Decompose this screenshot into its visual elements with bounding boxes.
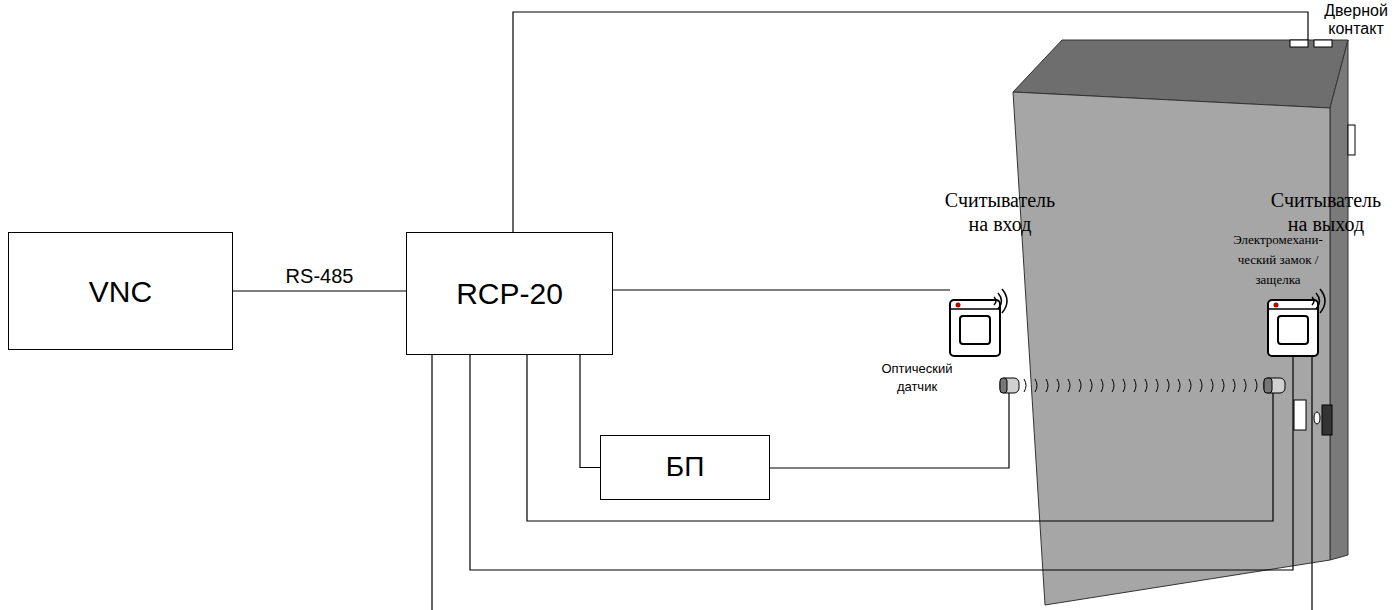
connector: [580, 355, 600, 468]
door-panel: [1013, 92, 1330, 605]
beam-arc: [1189, 379, 1191, 392]
beam-arc: [1101, 379, 1103, 392]
optical-beam: [1024, 379, 1257, 392]
wire: [613, 289, 950, 290]
sensor-label: Оптический датчик: [874, 360, 960, 396]
box-label: RCP-20: [456, 277, 563, 310]
bus-label: RS-485: [284, 265, 356, 287]
optical-sensor-lens: [1264, 378, 1272, 393]
lock-label: Электромехани- ческий замок /защелка: [1226, 230, 1330, 290]
connector: [233, 290, 406, 291]
wire: [770, 393, 1009, 468]
box-label: VNC: [89, 275, 152, 308]
beam-arc: [1024, 379, 1026, 392]
wire: [513, 12, 1308, 232]
box-label: БП: [666, 452, 705, 483]
beam-arc: [1167, 379, 1169, 392]
beam-arc: [1211, 379, 1213, 392]
door-contact-label: Дверной контакт: [1320, 2, 1392, 38]
beam-arc: [1200, 379, 1202, 392]
wire: [431, 355, 432, 610]
door-contact: [1290, 40, 1308, 47]
beam-arc: [1090, 379, 1092, 392]
wire: [470, 355, 1293, 570]
reader-icon: [1268, 289, 1325, 356]
beam-arc: [1222, 379, 1224, 392]
wire: [1311, 356, 1312, 610]
reader-label: Считыватель на вход: [940, 188, 1060, 236]
door-contact: [1314, 40, 1332, 47]
beam-arc: [1035, 379, 1037, 392]
process-box: БП: [600, 435, 770, 500]
optical-sensor: [1264, 378, 1285, 393]
lock-strike: [1294, 400, 1306, 430]
beam-arc: [1079, 379, 1081, 392]
beam-arc: [1068, 379, 1070, 392]
beam-arc: [1255, 379, 1257, 392]
lock-cylinder: [1314, 412, 1320, 424]
beam-arc: [1057, 379, 1059, 392]
optical-sensor-lens: [1000, 378, 1007, 393]
beam-arc: [1046, 379, 1048, 392]
beam-arc: [1134, 379, 1136, 392]
process-box: RCP-20: [406, 232, 613, 355]
beam-arc: [1112, 379, 1114, 392]
beam-arc: [1123, 379, 1125, 392]
process-box: VNC: [8, 232, 233, 350]
lock-latch: [1322, 405, 1332, 435]
wire: [527, 355, 1273, 521]
reader-icon: [950, 289, 1007, 356]
beam-arc: [1233, 379, 1235, 392]
beam-arc: [1244, 379, 1246, 392]
door-edge: [1330, 40, 1348, 560]
reader-label: Считыватель на выход: [1262, 188, 1390, 236]
door-hinge: [1348, 125, 1355, 155]
optical-sensor: [1000, 378, 1019, 393]
beam-arc: [1145, 379, 1147, 392]
beam-arc: [1178, 379, 1180, 392]
beam-arc: [1156, 379, 1158, 392]
